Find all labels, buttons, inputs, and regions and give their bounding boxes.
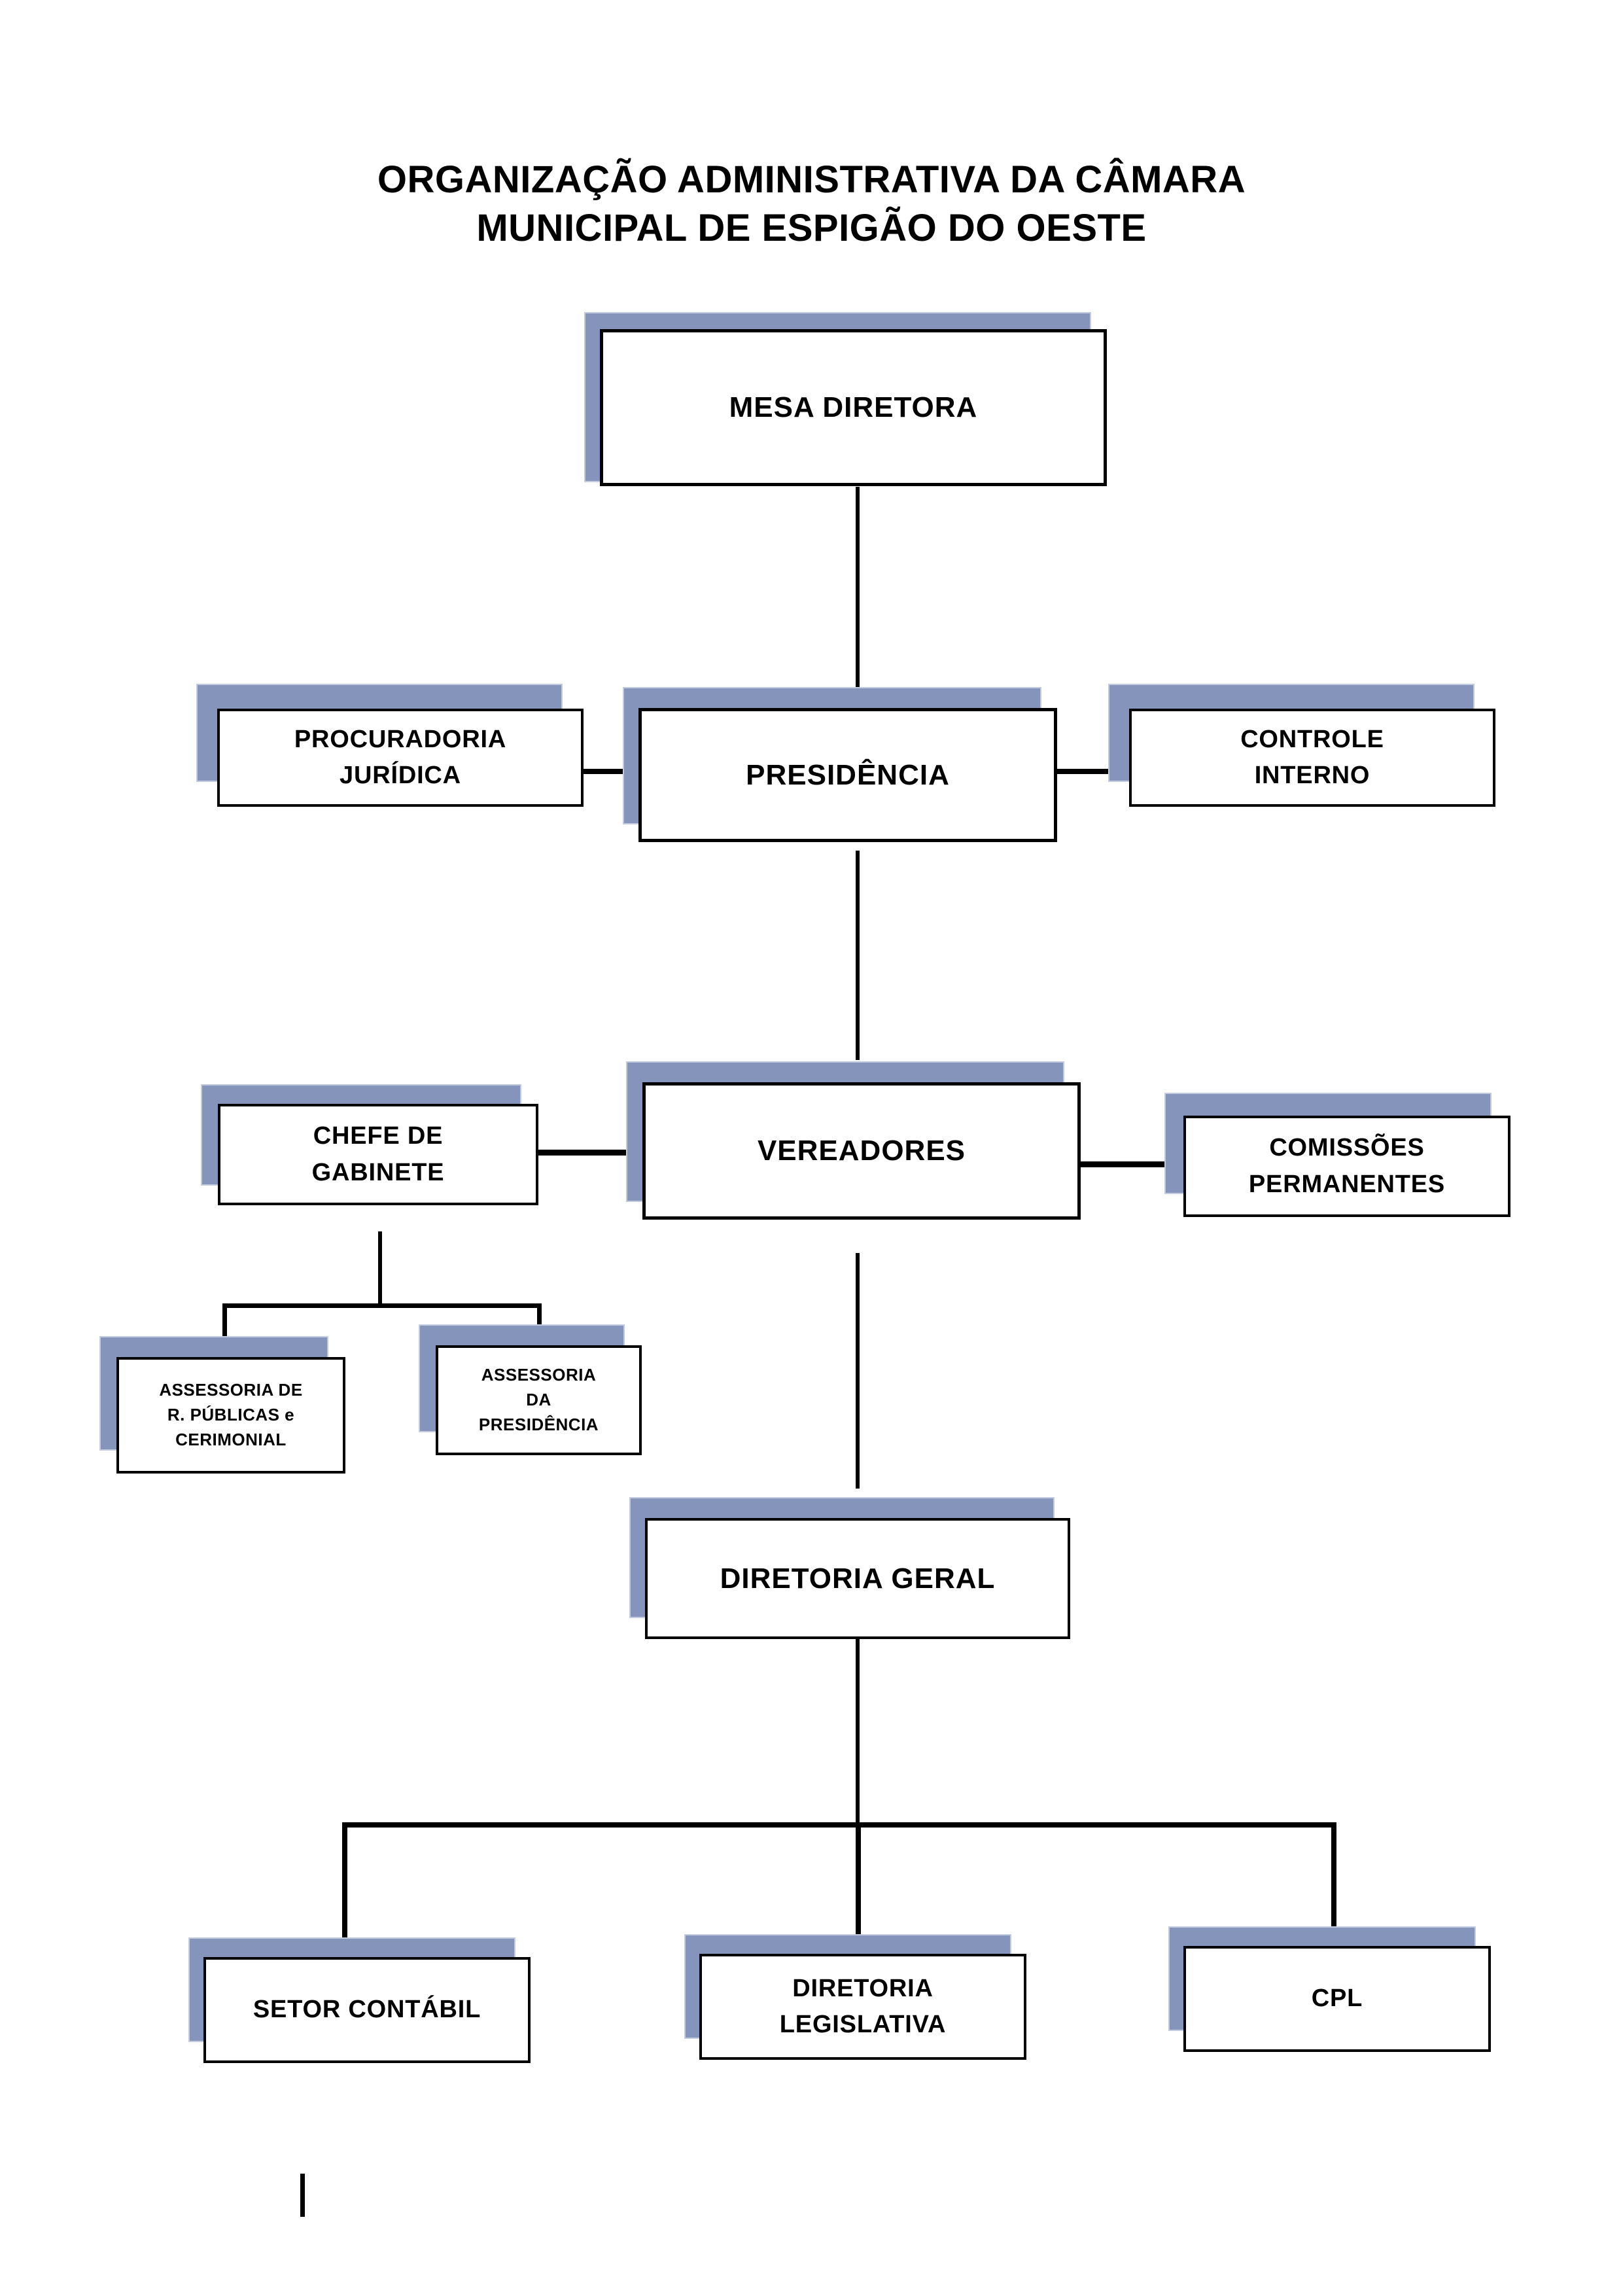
node-controle-interno[interactable]: CONTROLE INTERNO	[1108, 684, 1495, 807]
node-card[interactable]: DIRETORIA LEGISLATIVA	[699, 1954, 1026, 2060]
connector-diretoria-geral-stem	[856, 1633, 860, 1826]
node-card[interactable]: COMISSÕES PERMANENTES	[1183, 1116, 1510, 1217]
node-label: CHEFE DE GABINETE	[311, 1122, 445, 1186]
node-label: ASSESSORIA DA PRESIDÊNCIA	[478, 1365, 599, 1434]
connector-presidencia-to-procuradoria	[567, 769, 638, 774]
node-card[interactable]: PROCURADORIA JURÍDICA	[217, 709, 584, 807]
node-label: VEREADORES	[757, 1135, 966, 1167]
node-card[interactable]: SETOR CONTÁBIL	[203, 1957, 531, 2063]
node-card[interactable]: CHEFE DE GABINETE	[218, 1104, 538, 1205]
node-assessoria-relacoes-publicas[interactable]: ASSESSORIA DE R. PÚBLICAS e CERIMONIAL	[99, 1336, 345, 1474]
node-diretoria-legislativa[interactable]: DIRETORIA LEGISLATIVA	[684, 1934, 1026, 2060]
node-label: MESA DIRETORA	[729, 391, 978, 424]
node-card[interactable]: MESA DIRETORA	[600, 329, 1107, 486]
node-comissoes-permanentes[interactable]: COMISSÕES PERMANENTES	[1164, 1093, 1510, 1217]
connector-presidencia-to-vereadores	[856, 851, 860, 1060]
connector-chefe-gabinete-stem	[378, 1231, 382, 1307]
connector-vereadores-to-chefe-gabinete	[536, 1150, 641, 1156]
title-line-1: ORGANIZAÇÃO ADMINISTRATIVA DA CÂMARA	[377, 158, 1246, 201]
node-mesa-diretora[interactable]: MESA DIRETORA	[584, 312, 1107, 486]
node-presidencia[interactable]: PRESIDÊNCIA	[623, 687, 1057, 842]
node-card[interactable]: CONTROLE INTERNO	[1129, 709, 1495, 807]
node-label: ASSESSORIA DE R. PÚBLICAS e CERIMONIAL	[159, 1380, 303, 1449]
node-card[interactable]: VEREADORES	[642, 1082, 1081, 1220]
node-card[interactable]: DIRETORIA GERAL	[645, 1518, 1070, 1639]
node-card[interactable]: CPL	[1183, 1946, 1491, 2052]
page-title: ORGANIZAÇÃO ADMINISTRATIVA DA CÂMARA MUN…	[0, 156, 1623, 253]
node-label: PROCURADORIA JURÍDICA	[294, 725, 507, 789]
node-label: DIRETORIA GERAL	[720, 1562, 996, 1595]
node-label: CONTROLE INTERNO	[1240, 725, 1384, 789]
stray-mark	[300, 2174, 305, 2217]
node-label: SETOR CONTÁBIL	[253, 1996, 481, 2024]
node-setor-contabil[interactable]: SETOR CONTÁBIL	[188, 1937, 531, 2063]
node-card[interactable]: PRESIDÊNCIA	[638, 708, 1057, 842]
node-cpl[interactable]: CPL	[1168, 1926, 1491, 2052]
connector-diretoria-geral-bus	[342, 1822, 1336, 1828]
node-label: CPL	[1311, 1985, 1363, 2013]
connector-drop-setor-contabil	[342, 1822, 347, 1943]
node-label: PRESIDÊNCIA	[746, 758, 950, 791]
node-assessoria-da-presidencia[interactable]: ASSESSORIA DA PRESIDÊNCIA	[419, 1324, 642, 1455]
node-vereadores[interactable]: VEREADORES	[626, 1061, 1081, 1220]
node-label: COMISSÕES PERMANENTES	[1248, 1134, 1446, 1198]
node-diretoria-geral[interactable]: DIRETORIA GERAL	[629, 1497, 1070, 1639]
connector-mesa-to-presidencia	[856, 487, 860, 696]
connector-drop-diretoria-legislativa	[856, 1822, 861, 1943]
connector-drop-cpl	[1331, 1822, 1336, 1937]
node-label: DIRETORIA LEGISLATIVA	[779, 1974, 947, 2038]
node-card[interactable]: ASSESSORIA DE R. PÚBLICAS e CERIMONIAL	[116, 1357, 345, 1474]
connector-chefe-gabinete-bus	[222, 1303, 542, 1308]
node-chefe-de-gabinete[interactable]: CHEFE DE GABINETE	[201, 1084, 538, 1205]
connector-vereadores-to-comissoes	[1068, 1161, 1166, 1167]
title-line-2: MUNICIPAL DE ESPIGÃO DO OESTE	[476, 207, 1147, 249]
connector-presidencia-to-controle	[1044, 769, 1116, 774]
node-card[interactable]: ASSESSORIA DA PRESIDÊNCIA	[436, 1345, 642, 1455]
node-procuradoria-juridica[interactable]: PROCURADORIA JURÍDICA	[196, 684, 584, 807]
connector-vereadores-to-diretoria-geral	[856, 1253, 860, 1489]
